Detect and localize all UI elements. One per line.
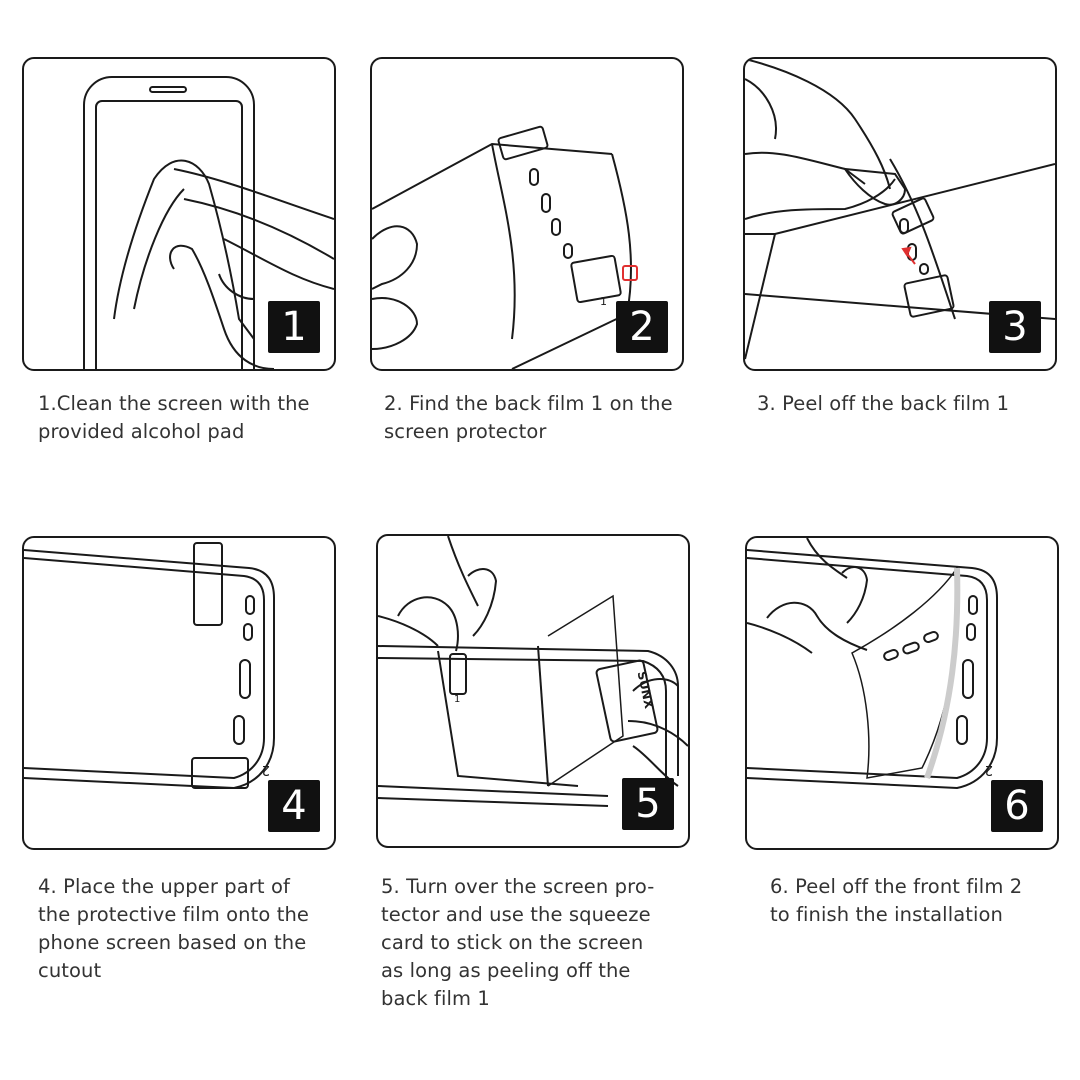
film-label: 2 [262,762,270,777]
step-5-caption: 5. Turn over the screen pro- tector and … [381,875,655,1010]
place-film-illustration: 2 [24,542,275,790]
film-label: 2 [985,762,993,777]
step-number-badge: 6 [991,780,1043,832]
step-5-panel: SUNX 1 5 [376,534,690,848]
squeeze-card-label: SUNX [635,670,657,711]
step-number-badge: 4 [268,780,320,832]
step-6-caption: 6. Peel off the front film 2 to finish t… [770,875,1023,926]
step-number-badge: 2 [616,301,668,353]
step-4-caption: 4. Place the upper part of the protectiv… [38,875,310,982]
step-3-caption: 3. Peel off the back film 1 [757,392,1010,415]
step-2-caption: 2. Find the back film 1 on the screen pr… [384,392,673,443]
step-number-badge: 5 [622,778,674,830]
step-6-panel: 2 6 [745,536,1059,850]
film-label: 1 [600,295,607,308]
step-1-panel: 1 [22,57,336,371]
find-film-illustration: 1 [372,125,638,369]
step-number-badge: 1 [268,301,320,353]
step-2-panel: 1 2 [370,57,684,371]
step-1-caption: 1.Clean the screen with the provided alc… [38,392,310,443]
step-4-panel: 2 4 [22,536,336,850]
peel-front-film-illustration: 2 [747,538,998,790]
wipe-screen-illustration [83,76,334,369]
squeeze-card-illustration: SUNX 1 [378,536,688,807]
film-label: 1 [454,694,460,705]
step-number-badge: 3 [989,301,1041,353]
step-3-panel: 3 [743,57,1057,371]
